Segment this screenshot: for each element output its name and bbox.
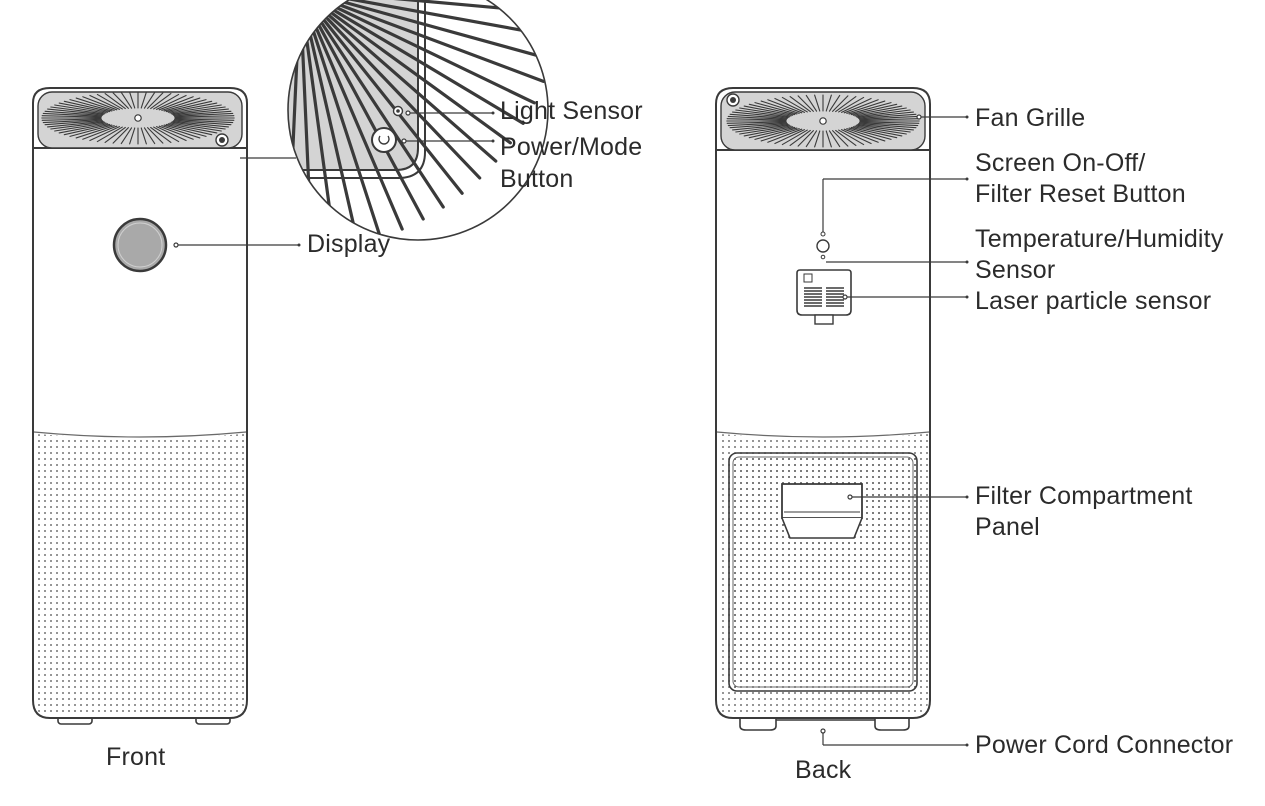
label-screen-line1: Screen On-Off/: [975, 148, 1145, 179]
label-power-cord: Power Cord Connector: [975, 730, 1233, 761]
zoom-power-button-icon: [372, 128, 396, 152]
label-display: Display: [307, 229, 390, 260]
screen-reset-button-icon: [817, 240, 829, 252]
label-filter-line1: Filter Compartment: [975, 481, 1193, 512]
label-filter-line2: Panel: [975, 512, 1040, 543]
label-fan-grille: Fan Grille: [975, 103, 1085, 134]
label-temp-line1: Temperature/Humidity: [975, 224, 1224, 255]
label-power-mode-line2: Button: [500, 164, 573, 195]
label-laser-sensor: Laser particle sensor: [975, 286, 1211, 317]
caption-front: Front: [106, 742, 165, 773]
label-light-sensor: Light Sensor: [500, 96, 643, 127]
caption-back: Back: [795, 755, 851, 786]
label-screen-line2: Filter Reset Button: [975, 179, 1186, 210]
back-unit: [716, 88, 969, 747]
filter-panel-handle: [782, 484, 862, 518]
front-mesh: [35, 434, 245, 716]
label-power-mode-line1: Power/Mode: [500, 132, 642, 163]
laser-sensor-box: [797, 270, 851, 315]
label-temp-line2: Sensor: [975, 255, 1055, 286]
front-unit: [33, 88, 301, 724]
